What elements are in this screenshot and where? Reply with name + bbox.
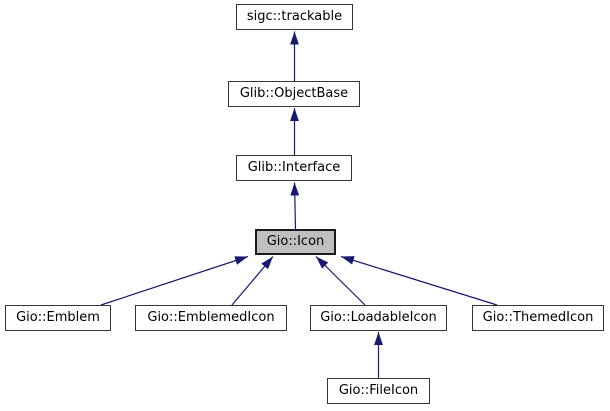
edge-themedicon-to-icon [340,255,498,306]
node-gio-loadableicon[interactable]: Gio::LoadableIcon [310,305,447,331]
node-glib-interface[interactable]: Glib::Interface [236,155,352,181]
node-sigc-trackable[interactable]: sigc::trackable [236,4,353,30]
node-gio-themedicon[interactable]: Gio::ThemedIcon [472,305,604,331]
node-gio-icon-current: Gio::Icon [255,229,336,255]
node-gio-emblem[interactable]: Gio::Emblem [5,305,111,331]
node-gio-emblemedicon[interactable]: Gio::EmblemedIcon [135,305,287,331]
node-gio-fileicon[interactable]: Gio::FileIcon [327,378,430,404]
edge-emblemedicon-to-icon [231,256,274,306]
edge-loadableicon-to-icon [315,256,366,306]
edge-icon-to-interface [290,182,300,230]
node-glib-objectbase[interactable]: Glib::ObjectBase [228,81,360,107]
edge-emblem-to-icon [100,255,249,306]
